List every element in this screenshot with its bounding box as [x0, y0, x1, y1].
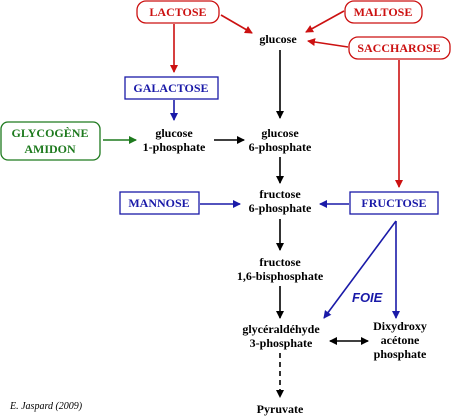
amidon-label: AMIDON [24, 142, 76, 156]
fructose-6-phosphate-line2: 6-phosphate [249, 201, 312, 215]
glyceraldehyde-3-phosphate-line2: 3-phosphate [250, 336, 313, 350]
glycogene-amidon-box [0, 121, 101, 161]
saccharose-to-glucose-arrow [307, 38, 349, 48]
credit-label: E. Jaspard (2009) [9, 401, 83, 412]
pyruvate-label: Pyruvate [257, 402, 304, 416]
glyceraldehyde-3-phosphate-line1: glycéraldéhyde [242, 322, 320, 336]
glucose-6-phosphate-line2: 6-phosphate [249, 140, 312, 154]
fructose-label: FRUCTOSE [361, 196, 426, 210]
dhap-line3: phosphate [374, 347, 427, 361]
fructose-box [349, 191, 439, 215]
foie-label: FOIE [352, 290, 383, 305]
maltose-box [344, 0, 423, 24]
fructose-bisphosphate-line2: 1,6-bisphosphate [237, 269, 324, 283]
dhap-line2: acétone [381, 333, 420, 347]
fructose-to-g3p-arrow [323, 220, 397, 319]
lactose-to-glucose-arrow [220, 14, 253, 34]
fructose-6-phosphate-line1: fructose [259, 187, 301, 201]
glucose-label: glucose [259, 32, 297, 46]
maltose-to-glucose-arrow [305, 10, 345, 33]
glucose-6-phosphate-line1: glucose [261, 126, 299, 140]
saccharose-label: SACCHAROSE [357, 41, 440, 55]
mannose-label: MANNOSE [128, 196, 189, 210]
glycogene-label: GLYCOGÈNE [12, 126, 89, 140]
lactose-label: LACTOSE [149, 5, 206, 19]
dhap-line1: Dixydroxy [373, 319, 427, 333]
galactose-box [124, 76, 219, 100]
saccharose-box [348, 36, 451, 60]
galactose-label: GALACTOSE [133, 81, 208, 95]
fructose-bisphosphate-line1: fructose [259, 255, 301, 269]
mannose-box [119, 191, 200, 215]
maltose-label: MALTOSE [354, 5, 413, 19]
glucose-1-phosphate-line1: glucose [155, 126, 193, 140]
lactose-box [136, 0, 220, 24]
glucose-1-phosphate-line2: 1-phosphate [143, 140, 206, 154]
